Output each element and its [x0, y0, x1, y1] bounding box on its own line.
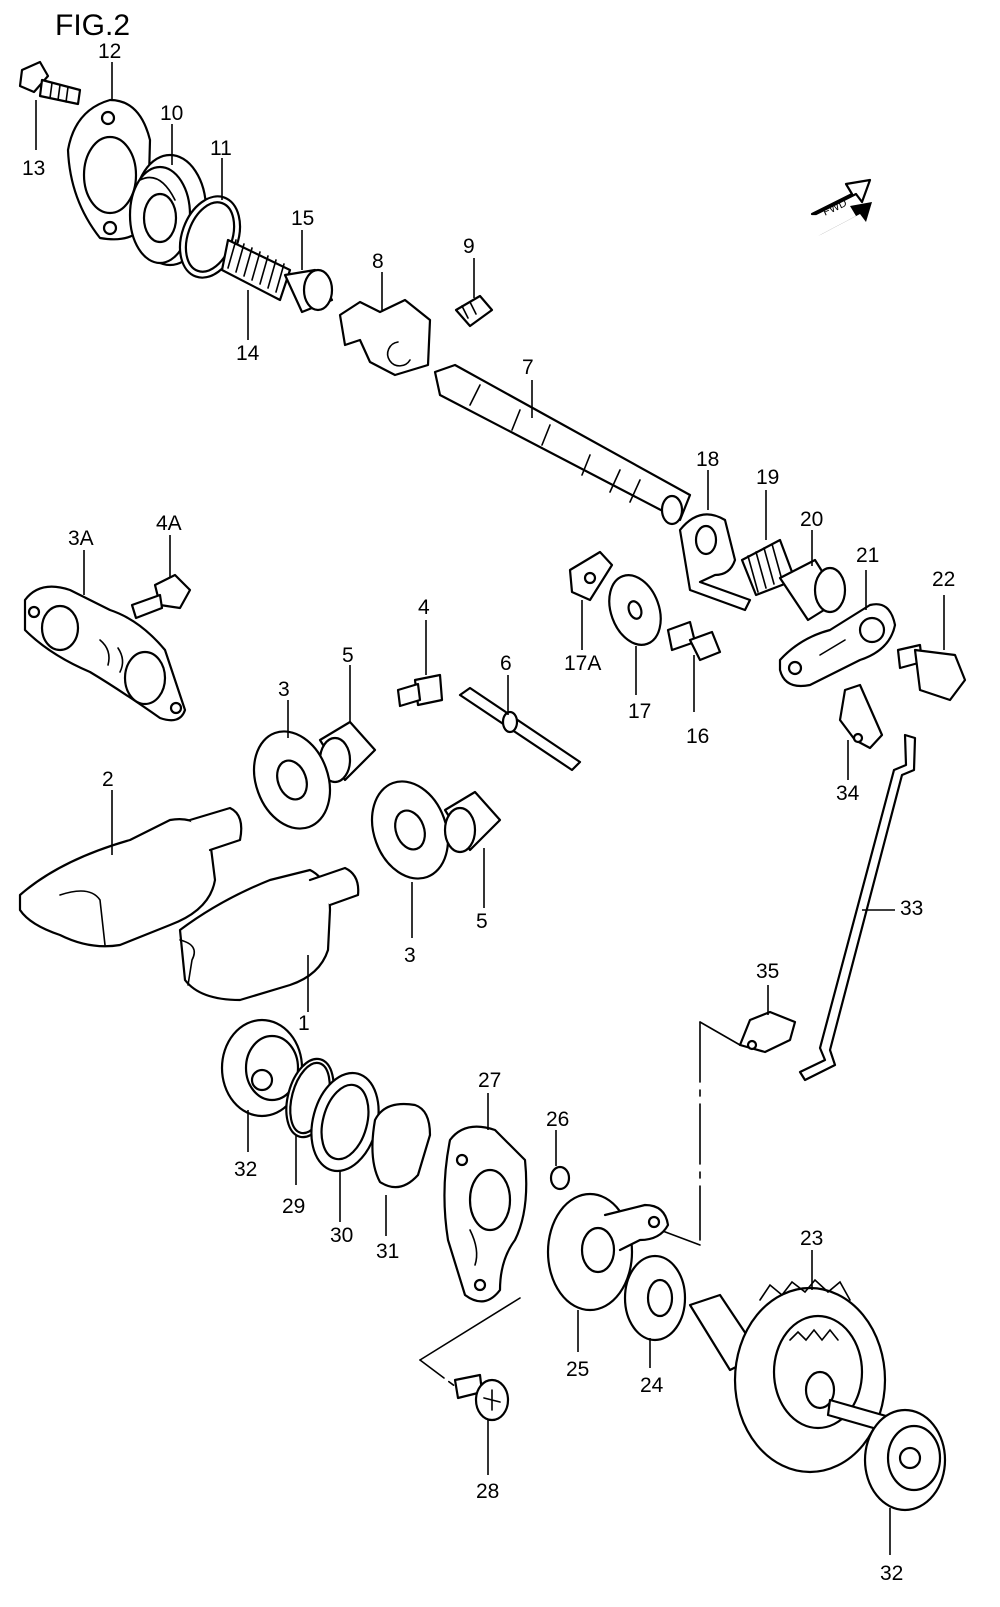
part-3-washer-top	[252, 730, 332, 830]
part-32-bearing-upper	[220, 1018, 304, 1118]
part-24-washer	[623, 1254, 687, 1342]
part-35-clip	[738, 1010, 797, 1054]
part-22-bolt	[896, 643, 967, 702]
part-17-washer	[608, 574, 662, 646]
part-15-collar	[283, 268, 334, 314]
label-21: 21	[856, 544, 879, 567]
part-6-pin	[458, 686, 582, 772]
label-35: 35	[756, 960, 779, 983]
label-13: 13	[22, 157, 45, 180]
part-30-washer	[310, 1071, 380, 1173]
part-21-arm	[778, 603, 897, 688]
fwd-label: FWD	[821, 197, 849, 218]
label-31: 31	[376, 1240, 399, 1263]
label-16: 16	[686, 725, 709, 748]
label-10: 10	[160, 102, 183, 125]
part-26-dowel	[549, 1165, 571, 1191]
label-30: 30	[330, 1224, 353, 1247]
part-32-bearing-lower	[863, 1408, 947, 1512]
label-5-lower: 5	[476, 910, 488, 933]
part-33-rod	[798, 733, 917, 1082]
part-12-flange	[66, 98, 152, 241]
label-19: 19	[756, 466, 779, 489]
label-15: 15	[291, 207, 314, 230]
part-8-lever	[338, 298, 432, 377]
label-2: 2	[102, 768, 114, 791]
part-17A-plate	[568, 550, 614, 602]
label-4: 4	[418, 596, 430, 619]
part-18-plate	[678, 513, 752, 612]
label-4A: 4A	[156, 512, 182, 535]
label-12: 12	[98, 40, 121, 63]
part-20-collar	[778, 558, 847, 622]
part-25-governor	[546, 1192, 670, 1312]
part-31-gasket	[371, 1102, 432, 1189]
label-27: 27	[478, 1069, 501, 1092]
label-5-top: 5	[342, 644, 354, 667]
label-22: 22	[932, 568, 955, 591]
fwd-arrow-icon: FWD	[810, 178, 872, 236]
part-3-washer-lower	[370, 780, 450, 880]
label-3-top: 3	[278, 678, 290, 701]
label-32-lower: 32	[880, 1562, 903, 1585]
label-3A: 3A	[68, 527, 94, 550]
part-4A-bolt	[130, 573, 192, 620]
label-20: 20	[800, 508, 823, 531]
label-3-lower: 3	[404, 944, 416, 967]
part-2-valve	[18, 806, 243, 948]
label-11: 11	[210, 137, 232, 160]
figure-title: FIG.2	[55, 9, 130, 42]
label-17: 17	[628, 700, 651, 723]
part-34-clip	[838, 683, 884, 750]
part-5-collar-lower	[443, 790, 502, 854]
part-3A-gasket	[23, 585, 187, 722]
label-23: 23	[800, 1227, 823, 1250]
label-6: 6	[500, 652, 512, 675]
part-14-spring	[220, 238, 292, 302]
label-14: 14	[236, 342, 260, 365]
label-9: 9	[463, 235, 475, 258]
label-17A: 17A	[564, 652, 601, 675]
part-7-shaft	[433, 363, 692, 526]
label-28: 28	[476, 1480, 499, 1503]
part-27-plate	[443, 1125, 528, 1303]
label-29: 29	[282, 1195, 305, 1218]
part-1-valve	[178, 866, 360, 1002]
label-1: 1	[298, 1012, 310, 1035]
label-8: 8	[372, 250, 384, 273]
label-24: 24	[640, 1374, 664, 1397]
label-32-upper: 32	[234, 1158, 257, 1181]
label-34: 34	[836, 782, 860, 805]
label-18: 18	[696, 448, 719, 471]
part-4-screw	[396, 673, 444, 708]
label-7: 7	[522, 356, 534, 379]
part-28-screw	[453, 1373, 510, 1422]
part-16-bolt	[666, 620, 722, 662]
label-26: 26	[546, 1108, 569, 1131]
part-13-bolt	[18, 60, 82, 106]
label-33: 33	[900, 897, 923, 920]
part-9-screw	[454, 294, 494, 328]
label-25: 25	[566, 1358, 589, 1381]
